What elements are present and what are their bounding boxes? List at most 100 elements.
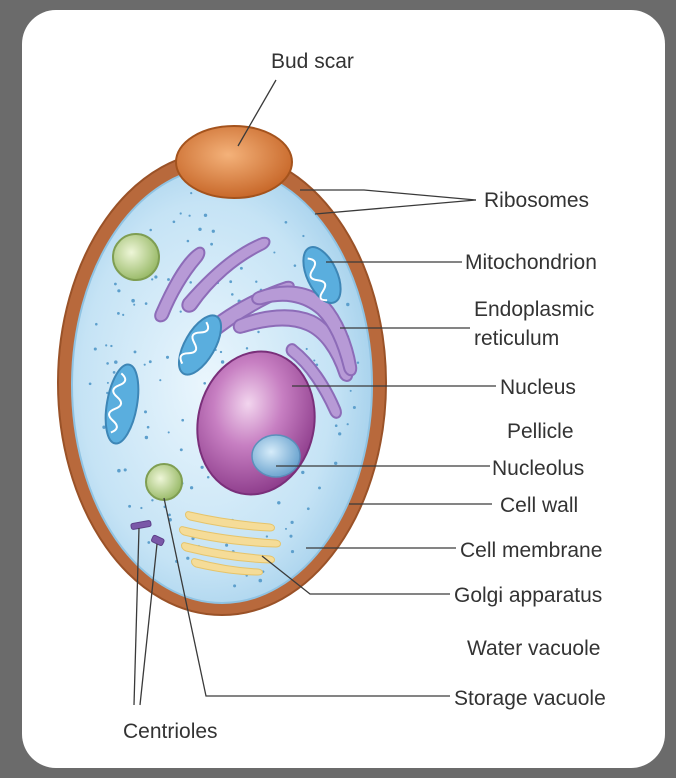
ribosome-dot (277, 501, 281, 505)
ribosome-dot (257, 330, 260, 334)
ribosome-dot (334, 424, 338, 428)
leader-golgi-apparatus (261, 555, 450, 595)
ribosome-dot (258, 578, 263, 583)
ribosome-dot (144, 410, 147, 414)
label-ribosomes: Ribosomes (484, 189, 589, 212)
ribosome-dot (211, 229, 215, 233)
ribosome-dot (338, 432, 342, 436)
ribosome-dot (352, 405, 356, 410)
ribosome-dot (255, 280, 258, 283)
label-mitochondrion: Mitochondrion (465, 251, 597, 274)
ribosome-dot (123, 468, 127, 472)
ribosome-dot (289, 534, 293, 538)
ribosome-dot (149, 228, 152, 232)
ribosome-dot (186, 556, 190, 560)
label-golgi-apparatus: Golgi apparatus (454, 584, 602, 607)
mitochondria-shapes (104, 246, 342, 445)
ribosome-dot (225, 543, 229, 547)
label-nucleolus: Nucleolus (492, 457, 584, 480)
label-endoplasmic-reticulum-line1: Endoplasmic (474, 298, 594, 321)
ribosome-dot (146, 425, 150, 429)
ribosome-dot (313, 359, 316, 362)
nucleolus-shape (251, 434, 301, 478)
ribosome-dot (233, 584, 237, 588)
ribosome-dot (265, 535, 269, 538)
ribosome-dot (159, 379, 162, 382)
ribosome-dot (179, 310, 182, 313)
ribosome-dot (220, 360, 225, 364)
leader-centrioles-1 (133, 527, 140, 706)
ribosome-dot (112, 371, 116, 374)
ribosome-dot (122, 313, 125, 316)
ribosome-dot (190, 192, 193, 195)
ribosome-dot (284, 527, 288, 530)
ribosome-dot (305, 347, 308, 351)
leader-centrioles-2 (139, 543, 158, 706)
ribosome-dot (356, 361, 360, 364)
ribosome-dot (284, 220, 288, 224)
ribosome-dot (346, 423, 349, 426)
label-nucleus: Nucleus (500, 376, 576, 399)
centrioles-shape (130, 520, 165, 547)
label-pellicle: Pellicle (507, 420, 574, 443)
leader-ribosomes-2 (314, 199, 477, 215)
ribosome-dot (229, 280, 233, 284)
ribosome-dot (128, 504, 132, 508)
ribosome-dot (189, 281, 192, 284)
ribosome-dot (93, 347, 97, 351)
ribosome-dot (188, 214, 191, 217)
ribosome-dot (105, 344, 108, 347)
ribosome-dot (117, 289, 121, 293)
ribosome-dot (293, 264, 297, 267)
label-storage-vacuole: Storage vacuole (454, 687, 606, 710)
ribosome-dot (306, 507, 310, 511)
leader-ribosomes-1 (300, 189, 477, 201)
bud-scar-shape (175, 125, 293, 199)
label-endoplasmic-reticulum-line2: reticulum (474, 327, 559, 350)
ribosome-dot (290, 520, 294, 525)
ribosome-dot (203, 381, 207, 385)
ribosome-dot (231, 293, 234, 296)
vacuole-upper-shape (112, 233, 160, 281)
ribosome-dot (140, 506, 143, 510)
label-centrioles: Centrioles (123, 720, 218, 743)
ribosome-dot (151, 499, 154, 502)
ribosome-dot (168, 513, 171, 517)
ribosome-dot (167, 431, 170, 434)
ribosome-dot (148, 360, 152, 364)
ribosome-dot (301, 470, 305, 475)
ribosome-dot (302, 234, 305, 238)
ribosome-dot (114, 360, 118, 364)
ribosome-dot (179, 212, 182, 215)
ribosome-dot (239, 266, 243, 270)
ribosome-dot (200, 465, 204, 469)
leader-bud-scar (237, 79, 277, 147)
ribosome-dot (106, 381, 109, 384)
ribosome-dot (106, 362, 109, 365)
ribosome-dot (154, 275, 158, 279)
ribosome-dot (167, 278, 170, 281)
label-water-vacuole: Water vacuole (467, 637, 600, 660)
ribosome-dot (95, 322, 98, 326)
ribosome-dot (88, 382, 92, 386)
ribosome-dot (334, 461, 338, 465)
ribosome-dot (198, 227, 202, 232)
ribosome-dot (143, 363, 146, 366)
ribosome-dot (102, 425, 106, 429)
ribosome-dot (133, 303, 136, 306)
ribosome-dot (273, 251, 276, 254)
ribosome-dot (114, 282, 117, 286)
ribosome-dot (203, 213, 208, 218)
ribosome-dot (117, 468, 121, 473)
ribosome-dot (245, 347, 249, 350)
ribosome-dot (189, 486, 194, 490)
label-cell-wall: Cell wall (500, 494, 578, 517)
ribosome-dot (110, 344, 113, 348)
label-cell-membrane: Cell membrane (460, 539, 602, 562)
ribosome-dot (181, 418, 185, 422)
ribosome-dot (219, 350, 223, 354)
ribosome-dot (186, 239, 190, 243)
label-bud-scar: Bud scar (271, 50, 354, 73)
leader-lines (133, 79, 496, 706)
